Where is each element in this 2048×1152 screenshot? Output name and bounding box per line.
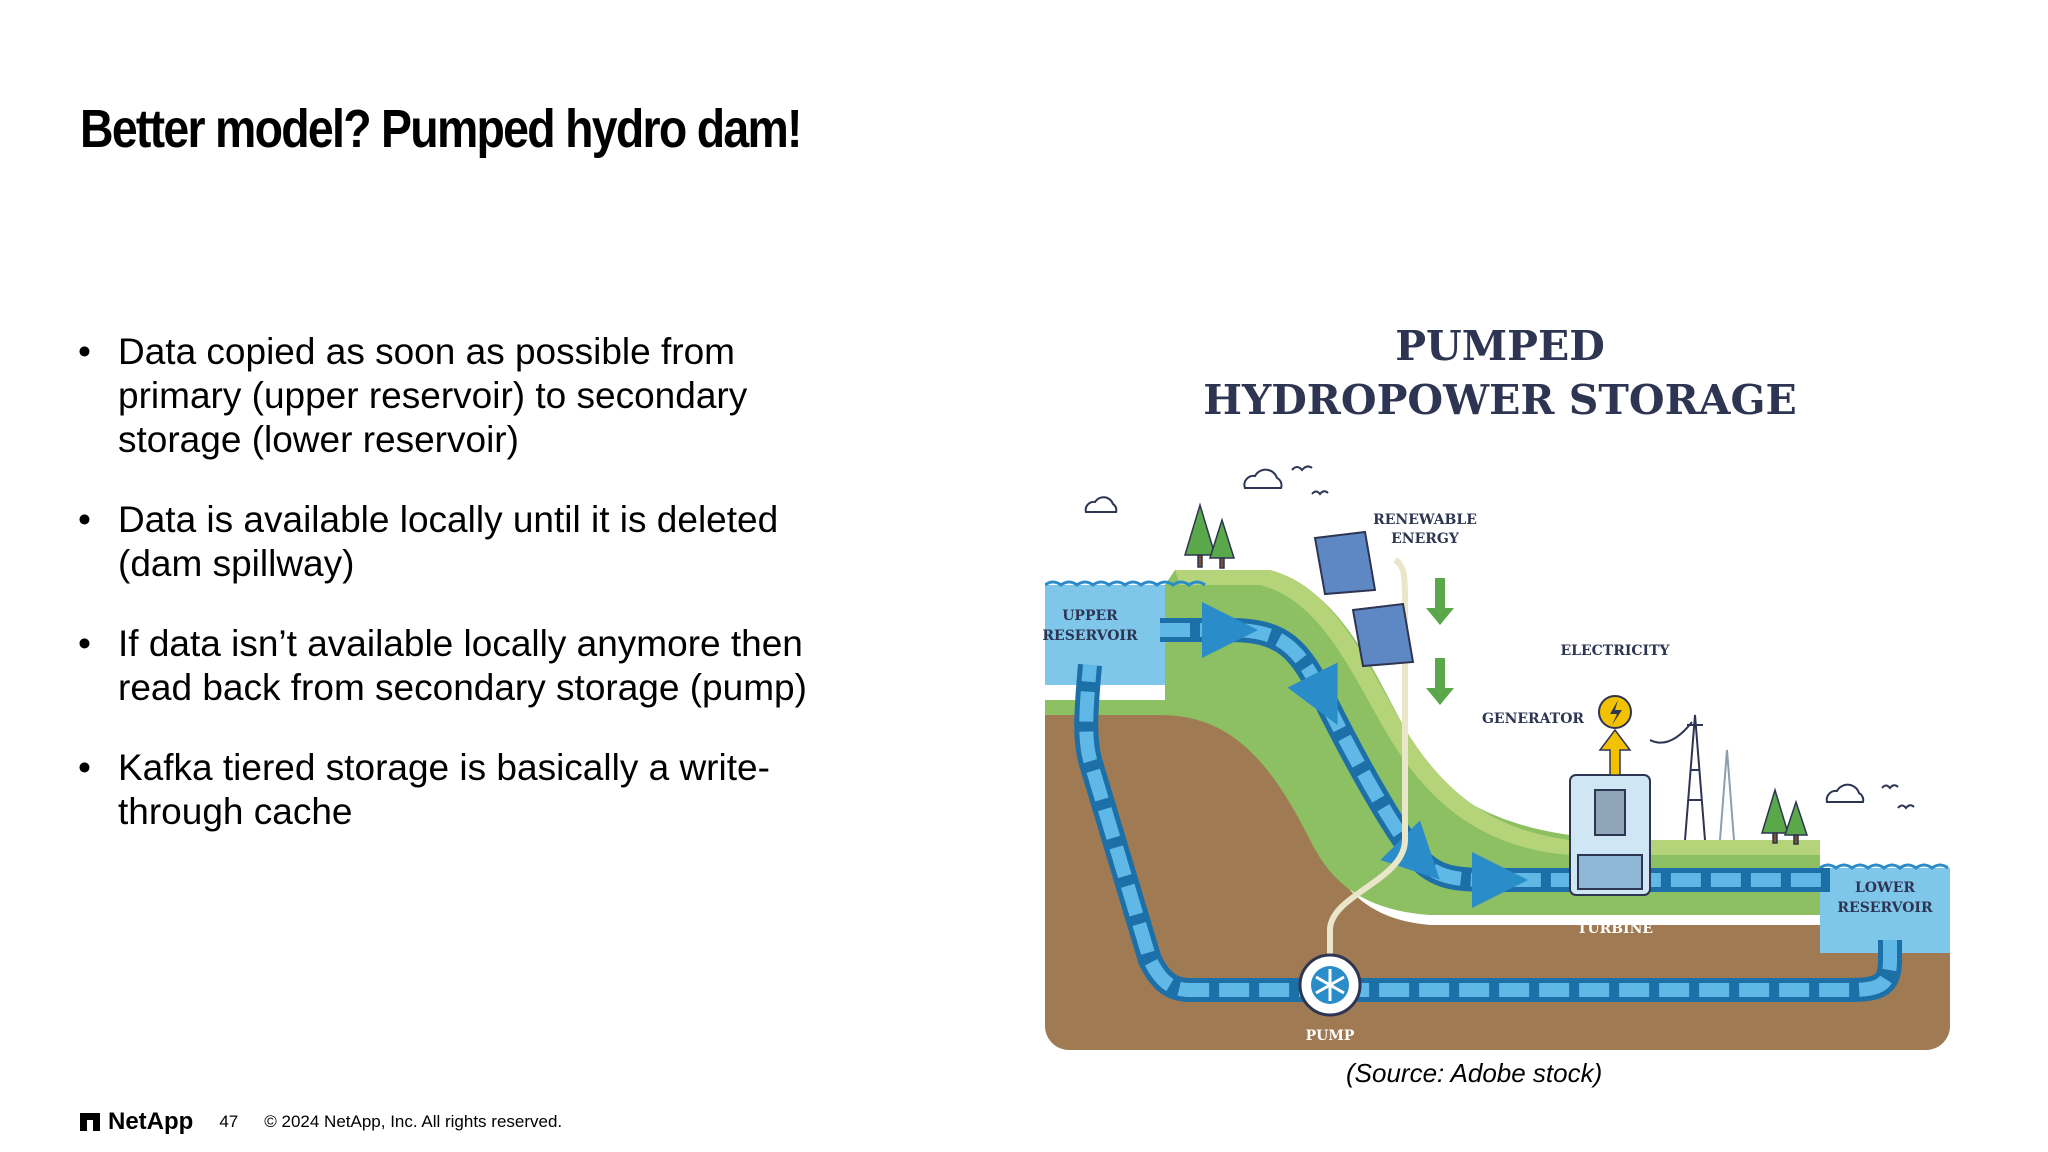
label-generator: GENERATOR: [1482, 711, 1584, 727]
label-upper-reservoir: RESERVOIR: [1042, 628, 1138, 644]
label-renewable-energy: ENERGY: [1391, 531, 1460, 547]
transmission-tower-icon: [1650, 715, 1734, 840]
down-arrow-icon: [1426, 578, 1454, 705]
page-number: 47: [219, 1112, 238, 1132]
label-renewable-energy: RENEWABLE: [1373, 512, 1477, 528]
label-lower-reservoir: LOWER: [1855, 880, 1915, 896]
electricity-icon: [1599, 696, 1631, 728]
bullet-glyph: •: [78, 746, 91, 790]
bullet-glyph: •: [78, 498, 91, 542]
pumped-hydro-diagram: PUMPED HYDROPOWER STORAGE: [1030, 320, 1980, 1060]
bullet-item: • If data isn’t available locally anymor…: [78, 622, 878, 710]
bullet-line: read back from secondary storage (pump): [118, 667, 807, 708]
label-upper-reservoir: UPPER: [1062, 608, 1118, 624]
bullet-line: Kafka tiered storage is basically a writ…: [118, 747, 770, 788]
bullet-list: • Data copied as soon as possible from p…: [78, 330, 878, 870]
slide-title: Better model? Pumped hydro dam!: [80, 98, 801, 160]
pump-icon: [1300, 955, 1360, 1015]
bullet-line: Data copied as soon as possible from: [118, 331, 735, 372]
brand-name: NetApp: [108, 1108, 193, 1136]
power-station: [1570, 730, 1650, 895]
bullet-item: • Data is available locally until it is …: [78, 498, 878, 586]
diagram-heading-line1: PUMPED: [1395, 322, 1605, 370]
bullet-line: (dam spillway): [118, 543, 354, 584]
bullet-line: through cache: [118, 791, 353, 832]
label-pump: PUMP: [1306, 1028, 1355, 1044]
bullet-item: • Data copied as soon as possible from p…: [78, 330, 878, 462]
image-source: (Source: Adobe stock): [1346, 1058, 1602, 1089]
footer: NetApp 47 © 2024 NetApp, Inc. All rights…: [80, 1108, 562, 1136]
bullet-line: storage (lower reservoir): [118, 419, 519, 460]
label-turbine: TURBINE: [1577, 921, 1653, 937]
bullet-line: If data isn’t available locally anymore …: [118, 623, 803, 664]
diagram-heading-line2: HYDROPOWER STORAGE: [1203, 376, 1797, 424]
bullet-line: primary (upper reservoir) to secondary: [118, 375, 747, 416]
bullet-line: Data is available locally until it is de…: [118, 499, 778, 540]
bullet-glyph: •: [78, 330, 91, 374]
bullet-glyph: •: [78, 622, 91, 666]
label-electricity: ELECTRICITY: [1560, 643, 1670, 659]
label-lower-reservoir: RESERVOIR: [1837, 900, 1933, 916]
netapp-logo: NetApp: [80, 1108, 193, 1136]
bullet-item: • Kafka tiered storage is basically a wr…: [78, 746, 878, 834]
netapp-logo-icon: [80, 1113, 100, 1131]
copyright: © 2024 NetApp, Inc. All rights reserved.: [264, 1112, 562, 1132]
